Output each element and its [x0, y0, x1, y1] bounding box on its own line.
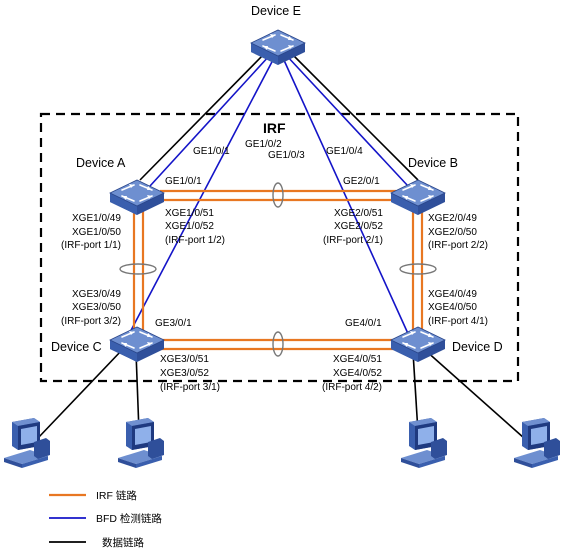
- switch-c-icon[interactable]: [109, 326, 165, 363]
- port-c-left-2: XGE3/0/50: [72, 302, 121, 313]
- port-c-left-3: (IRF-port 3/2): [61, 316, 121, 327]
- legend-data-label: 数据链路: [102, 536, 144, 549]
- port-d-right-1: XGE4/0/49: [428, 289, 477, 300]
- bfd-link-e-d: [282, 57, 411, 339]
- agg-ellipse-right: [399, 263, 437, 275]
- port-d-ge: GE4/0/1: [345, 318, 382, 329]
- data-link-c-pc2: [135, 351, 140, 433]
- irf-links: [132, 189, 424, 351]
- port-d-bottom-3: (IRF-port 4/2): [322, 382, 382, 393]
- bfd-links: [126, 54, 411, 339]
- switch-b-icon[interactable]: [390, 179, 446, 216]
- agg-ellipse-bottom: [272, 331, 284, 357]
- switch-d-icon[interactable]: [390, 326, 446, 363]
- irf-boundary: [39, 112, 520, 383]
- data-links: [37, 51, 525, 439]
- port-b-ge: GE2/0/1: [343, 176, 380, 187]
- switch-a-icon[interactable]: [109, 179, 165, 216]
- port-c-bottom-2: XGE3/0/52: [160, 368, 209, 379]
- agg-ellipse-top: [272, 182, 284, 208]
- port-a-left-3: (IRF-port 1/1): [61, 240, 121, 251]
- port-b-right-2: XGE2/0/50: [428, 227, 477, 238]
- port-c-left-1: XGE3/0/49: [72, 289, 121, 300]
- pc-1-icon[interactable]: [4, 418, 50, 468]
- port-d-right-2: XGE4/0/50: [428, 302, 477, 313]
- device-e-label: Device E: [251, 4, 301, 18]
- port-b-left-3: (IRF-port 2/1): [323, 235, 383, 246]
- data-link-e-a: [139, 51, 267, 181]
- port-d-right-3: (IRF-port 4/1): [428, 316, 488, 327]
- port-b-left-2: XGE2/0/52: [334, 221, 383, 232]
- device-a-label: Device A: [76, 156, 126, 170]
- legend-bfd-label: BFD 检测链路: [96, 512, 162, 525]
- port-d-bottom-1: XGE4/0/51: [333, 354, 382, 365]
- port-b-left-1: XGE2/0/51: [334, 208, 383, 219]
- agg-ellipse-left: [119, 263, 157, 275]
- port-d-bottom-2: XGE4/0/52: [333, 368, 382, 379]
- port-a-ge: GE1/0/1: [165, 176, 202, 187]
- port-e-ge4: GE1/0/4: [326, 146, 363, 157]
- data-link-d-pc3: [412, 351, 419, 433]
- data-link-e-b: [289, 51, 419, 181]
- pc-2-icon[interactable]: [118, 418, 164, 468]
- device-d-label: Device D: [452, 340, 503, 354]
- port-b-right-3: (IRF-port 2/2): [428, 240, 488, 251]
- legend-irf-label: IRF 链路: [96, 489, 137, 502]
- data-link-c-pc1: [37, 349, 123, 439]
- device-c-label: Device C: [51, 340, 102, 354]
- port-a-left-2: XGE1/0/50: [72, 227, 121, 238]
- port-a-left-1: XGE1/0/49: [72, 213, 121, 224]
- port-a-right-2: XGE1/0/52: [165, 221, 214, 232]
- pc-3-icon[interactable]: [401, 418, 447, 468]
- legend: IRF 链路 BFD 检测链路 数据链路: [49, 489, 162, 549]
- bfd-link-e-a: [149, 54, 271, 187]
- irf-title: IRF: [263, 120, 286, 136]
- port-b-right-1: XGE2/0/49: [428, 213, 477, 224]
- port-c-ge: GE3/0/1: [155, 318, 192, 329]
- port-c-bottom-1: XGE3/0/51: [160, 354, 209, 365]
- port-a-right-1: XGE1/0/51: [165, 208, 214, 219]
- aggregation-ellipses: [119, 182, 437, 357]
- data-link-d-pc4: [424, 349, 525, 439]
- port-e-ge3: GE1/0/3: [268, 150, 305, 161]
- bfd-link-e-b: [285, 54, 409, 187]
- port-e-ge1: GE1/0/1: [193, 146, 230, 157]
- pc-4-icon[interactable]: [514, 418, 560, 468]
- device-b-label: Device B: [408, 156, 458, 170]
- port-a-right-3: (IRF-port 1/2): [165, 235, 225, 246]
- port-e-ge2: GE1/0/2: [245, 139, 282, 150]
- bfd-link-e-c: [126, 57, 275, 339]
- port-c-bottom-3: (IRF-port 3/1): [160, 382, 220, 393]
